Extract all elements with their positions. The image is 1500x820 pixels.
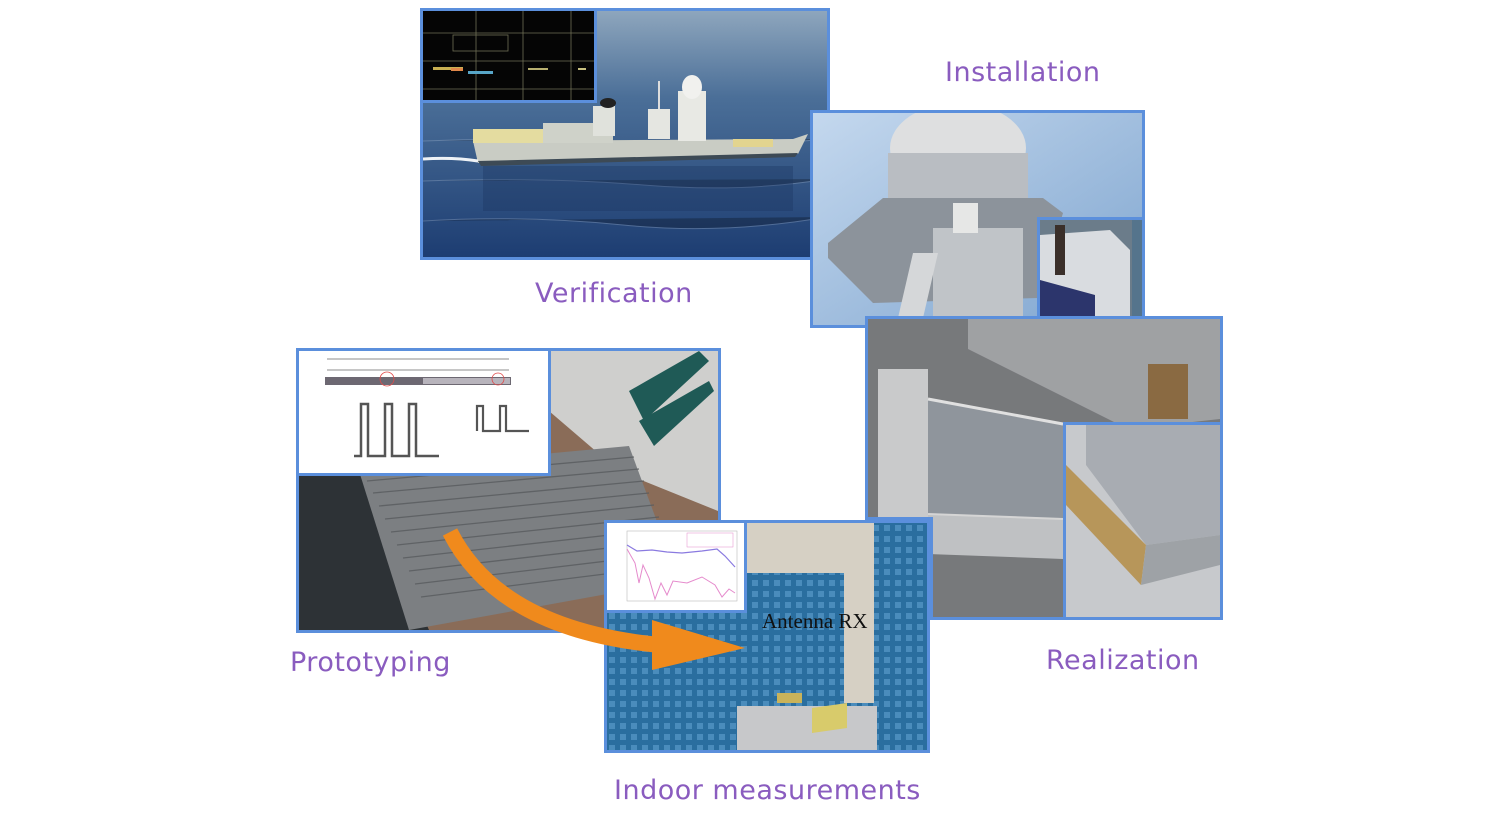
flow-arrow [442,528,745,670]
flow-arrow-head [652,620,745,670]
panel-edge-image [1066,425,1220,617]
panel-edge-detail [1063,422,1220,617]
prototyping-photo [296,348,721,633]
ship-at-sea-image [423,11,827,257]
antenna-mount-image [1040,220,1142,325]
installation-photo [810,110,1145,328]
antenna-mount-detail [1037,217,1142,325]
stage-label-prototyping: Prototyping [290,647,451,678]
stage-label-installation: Installation [945,57,1101,88]
corrugation-dimension-drawing [299,351,551,476]
measurement-plot-inset [607,523,747,613]
stage-label-verification: Verification [535,278,693,309]
dimension-drawing-graphic [325,358,529,458]
radar-display-inset [423,11,597,103]
antenna-rx-annotation: Antenna RX [762,609,868,633]
stage-label-realization: Realization [1046,645,1200,676]
measurement-plot-graphic [626,530,738,602]
indoor-measurements-photo: Antenna RX [604,520,930,753]
verification-photo [420,8,830,260]
flow-arrow-shaft [442,528,661,653]
radar-display-graphic [423,11,594,100]
stage-label-indoor-measurements: Indoor measurements [614,775,921,806]
